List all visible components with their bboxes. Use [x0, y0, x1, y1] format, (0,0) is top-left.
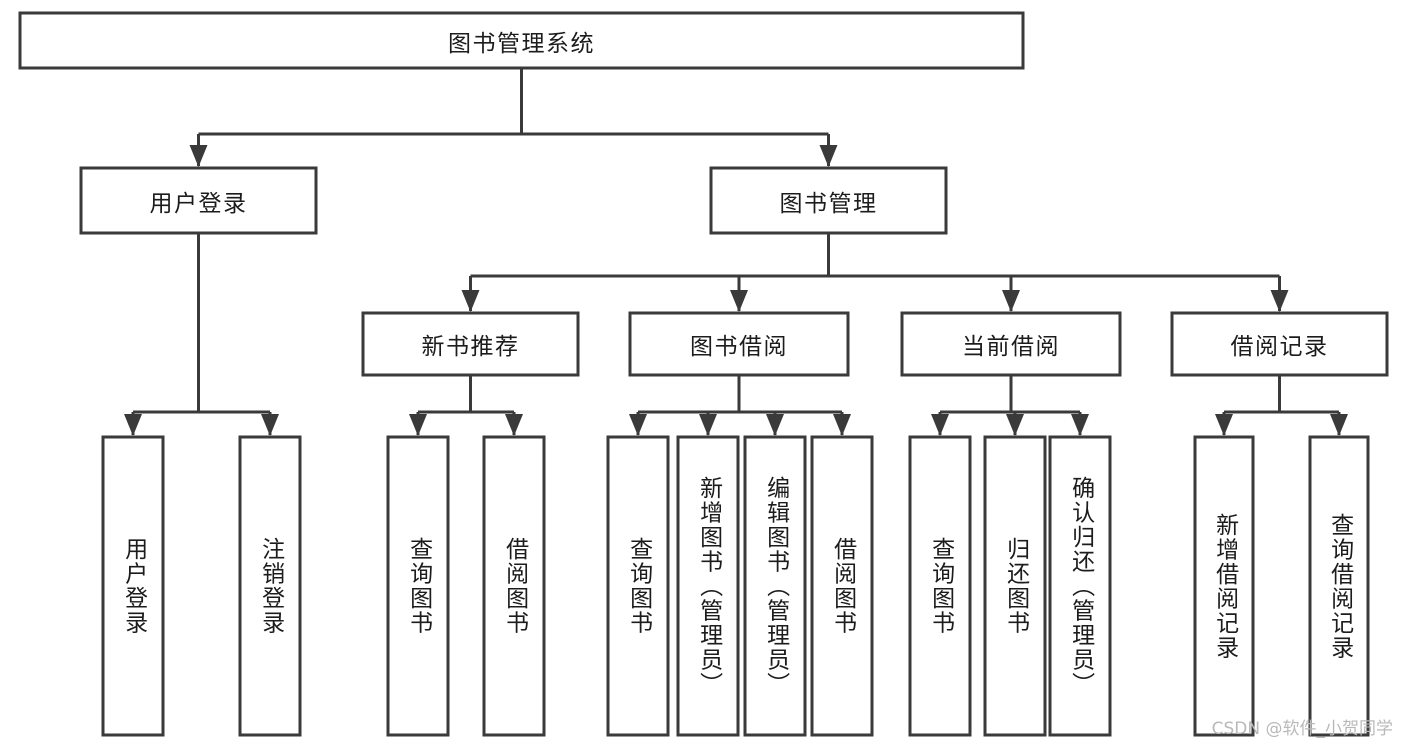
level2-node-0-box[interactable] [79, 166, 318, 235]
arrow-head-icon [819, 145, 838, 167]
level3-node-1-box[interactable] [628, 311, 850, 377]
box-layer [18, 11, 1389, 737]
leaf-node-8-box[interactable] [908, 435, 972, 737]
arrow-head-icon [461, 290, 480, 312]
arrow-head-icon [1002, 290, 1020, 312]
leaf-node-11-box[interactable] [1193, 435, 1255, 737]
leaf-node-6-box[interactable] [743, 435, 807, 737]
leaf-node-0-box[interactable] [101, 435, 165, 737]
arrow-head-icon [730, 290, 748, 312]
leaf-node-3-box[interactable] [482, 435, 546, 737]
leaf-node-7-box[interactable] [810, 435, 874, 737]
arrow-head-icon [1270, 290, 1289, 312]
arrow-head-icon [699, 414, 717, 436]
root-node-box[interactable] [18, 11, 1025, 70]
arrow-head-icon [629, 414, 647, 436]
arrow-head-icon [833, 414, 851, 436]
arrow-head-icon [505, 414, 523, 436]
leaf-node-12-box[interactable] [1308, 435, 1370, 737]
level2-node-1-box[interactable] [709, 166, 948, 235]
leaf-node-5-box[interactable] [676, 435, 740, 737]
arrow-head-icon [931, 414, 949, 436]
leaf-node-9-box[interactable] [983, 435, 1047, 737]
level3-node-2-box[interactable] [900, 311, 1122, 377]
arrow-head-icon [124, 414, 142, 436]
leaf-node-1-box[interactable] [238, 435, 302, 737]
leaf-node-4-box[interactable] [606, 435, 670, 737]
leaf-node-10-box[interactable] [1048, 435, 1112, 737]
arrow-head-icon [189, 145, 208, 167]
level3-node-3-box[interactable] [1170, 311, 1389, 377]
arrow-head-icon [261, 414, 279, 436]
leaf-node-2-box[interactable] [386, 435, 450, 737]
connector-layer [124, 68, 1348, 436]
arrow-head-icon [1215, 414, 1233, 436]
arrow-head-icon [409, 414, 427, 436]
arrow-head-icon [1006, 414, 1024, 436]
arrow-head-icon [1071, 414, 1089, 436]
level3-node-0-box[interactable] [361, 311, 580, 377]
arrow-head-icon [1330, 414, 1348, 436]
arrow-head-icon [766, 414, 784, 436]
